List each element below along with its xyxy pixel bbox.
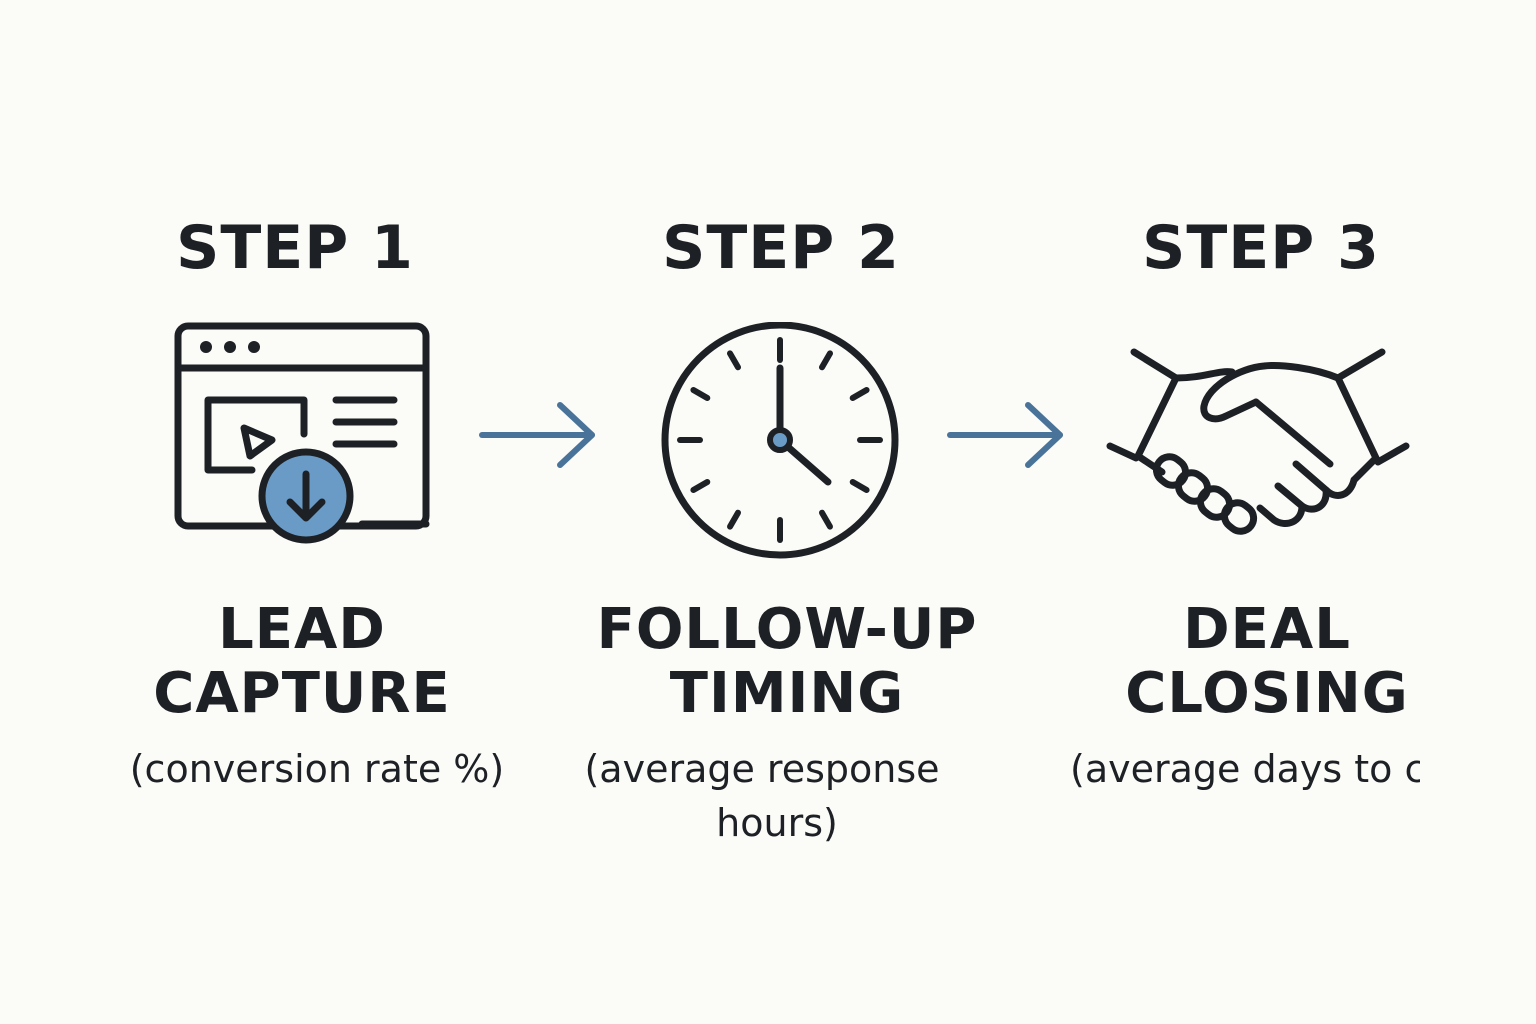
step-2-title-line-1: FOLLOW-UP — [596, 597, 978, 662]
step-2-subtitle-line-2: hours) — [716, 801, 838, 845]
step-3-title-line-2: CLOSING — [1125, 661, 1409, 726]
step-2-label: STEP 2 — [662, 213, 900, 283]
clock-tick — [849, 479, 870, 493]
clock-tick — [819, 350, 833, 371]
step-1-title-line-1: LEAD — [218, 597, 386, 662]
clock-tick — [727, 509, 741, 530]
clock-tick — [690, 387, 711, 401]
step-3-title-line-1: DEAL — [1183, 597, 1351, 662]
browser-download-icon — [174, 322, 430, 544]
clock-icon — [661, 322, 899, 559]
arrow-right-icon — [479, 402, 595, 468]
clock-tick — [690, 479, 711, 493]
clock-tick — [849, 387, 870, 401]
handshake-icon — [1106, 348, 1410, 535]
step-1-title-line-2: CAPTURE — [153, 661, 451, 726]
clock-tick — [727, 350, 741, 371]
step-3-subtitle: (average days to cl — [1070, 747, 1420, 791]
step-3-subtitle-clip: (average days to cl — [1060, 742, 1420, 802]
step-2-subtitle-line-1: (average response — [584, 747, 940, 791]
clock-tick — [819, 509, 833, 530]
step-3-label: STEP 3 — [1142, 213, 1380, 283]
step-1-label: STEP 1 — [176, 213, 414, 283]
step-1-subtitle: (conversion rate %) — [129, 747, 505, 791]
arrow-right-icon — [947, 402, 1063, 468]
step-2-title-line-2: TIMING — [669, 661, 905, 726]
